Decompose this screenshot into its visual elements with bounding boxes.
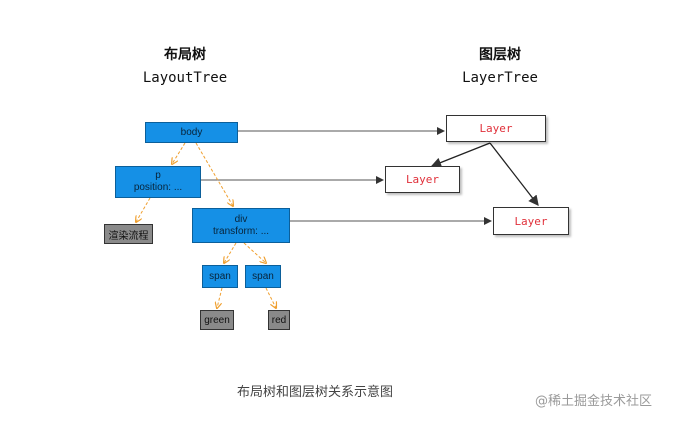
layer-tree-title-zh: 图层树: [479, 47, 521, 63]
node-div-style: transform: ...: [212, 225, 270, 237]
layer-tree-title-en: LayerTree: [462, 70, 538, 86]
figure-caption: 布局树和图层树关系示意图: [237, 381, 393, 400]
node-render-process-label: 渲染流程: [108, 230, 149, 242]
arrow-layer-root-to-p: [430, 142, 491, 168]
dashed-span1-to-green: [217, 287, 223, 308]
layer-p-label: Layer: [405, 173, 440, 186]
node-red: red: [268, 310, 290, 330]
watermark-text: @稀土掘金技术社区: [535, 394, 653, 409]
node-p-label: p: [155, 170, 161, 181]
layout-tree-title-zh: 布局树: [164, 47, 206, 63]
node-div-label: div: [234, 213, 248, 225]
layer-tree-title: 图层树 LayerTree: [445, 44, 555, 86]
dashed-span2-to-red: [265, 287, 276, 308]
layer-root: Layer: [446, 115, 546, 142]
node-body-label: body: [180, 126, 203, 138]
node-span-1: span: [202, 265, 238, 288]
node-div: div transform: ...: [192, 208, 290, 243]
node-span-2-label: span: [252, 270, 274, 282]
layout-tree-title: 布局树 LayoutTree: [130, 44, 240, 86]
layer-root-label: Layer: [479, 122, 513, 135]
node-green-label: green: [204, 314, 230, 326]
node-p-style: position: ...: [133, 182, 183, 193]
node-span-2: span: [245, 265, 281, 288]
dashed-div-to-span2: [243, 242, 266, 263]
node-red-label: red: [271, 314, 287, 326]
node-p: p position: ...: [115, 166, 201, 198]
layer-div-label: Layer: [514, 214, 548, 228]
layer-div: Layer: [493, 207, 569, 235]
dashed-body-to-p: [172, 142, 186, 164]
dashed-p-to-render: [136, 197, 151, 222]
dashed-body-to-div: [195, 142, 233, 206]
node-body: body: [145, 122, 238, 143]
node-span-1-label: span: [209, 270, 231, 282]
watermark: @稀土掘金技术社区: [535, 390, 652, 409]
figure-caption-text: 布局树和图层树关系示意图: [237, 385, 394, 400]
node-green: green: [200, 310, 234, 330]
layout-tree-title-en: LayoutTree: [142, 70, 228, 86]
node-render-process: 渲染流程: [104, 224, 153, 244]
arrow-layer-root-to-div: [489, 142, 539, 207]
dashed-div-to-span1: [224, 242, 237, 263]
layer-p: Layer: [385, 166, 460, 193]
